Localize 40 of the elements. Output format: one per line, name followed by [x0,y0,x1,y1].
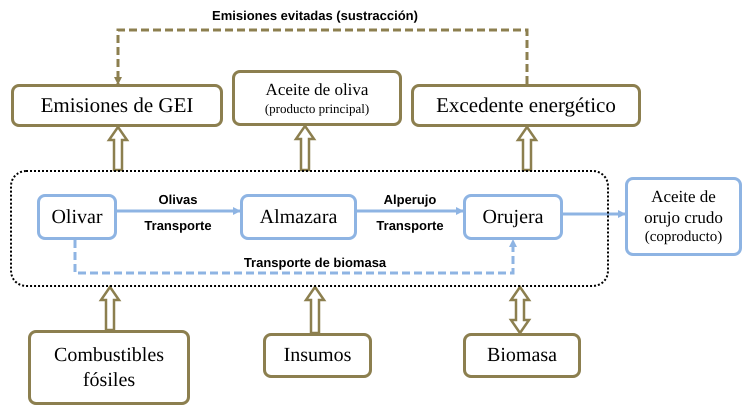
node-text: Biomasa [487,343,557,368]
hollow-arrow [294,124,316,172]
edge-label: Alperujo [382,192,438,208]
arrow [74,239,517,274]
process-box [463,194,563,240]
process-box [263,333,372,378]
caption-text: Transporte [143,218,213,234]
process-box [625,177,742,256]
edge-label: Transporte de biomasa [242,255,388,272]
node-text: Emisiones de GEI [40,92,194,119]
arrow [117,207,241,215]
process-box [11,84,223,127]
arrow [563,210,626,218]
arrow [357,207,464,215]
process-box [411,84,641,127]
node-text: (coproducto) [644,228,722,248]
hollow-arrow [304,284,326,334]
node-text: Insumos [284,343,352,368]
hollow-arrow [508,284,532,336]
node-text: Aceite de oliva [266,79,368,100]
arrow [114,28,528,85]
node-text: Combustibles fósiles [52,342,165,392]
node-text: Orujera [482,204,544,230]
hollow-arrow [516,124,538,172]
node-text: Excedente energético [436,92,616,119]
edge-label: Emisiones evitadas (sustracción) [211,8,419,24]
node-text: (producto principal) [264,100,370,117]
system-boundary [10,170,609,287]
node-text: Almazara [260,204,338,230]
process-box [232,70,402,126]
process-box [28,330,190,405]
process-box [37,194,117,240]
caption-text: Transporte [375,218,445,234]
node-text: Olivar [51,204,103,230]
node-text: Aceite de orujo crudo [643,186,724,228]
edge-label: Olivas [157,192,199,208]
process-box [463,333,581,378]
hollow-arrow [106,124,130,172]
process-box [240,194,357,240]
hollow-arrow [98,284,122,332]
